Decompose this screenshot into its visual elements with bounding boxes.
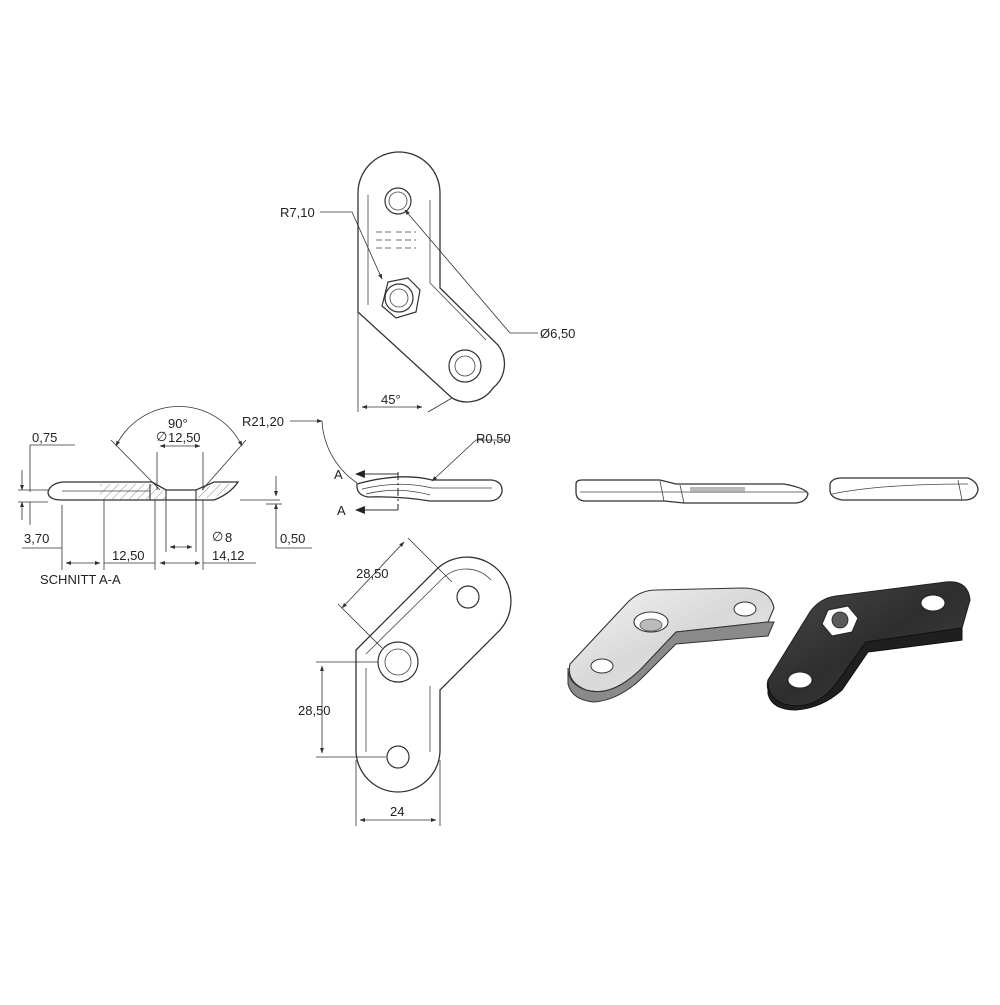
dim-r7-10: R7,10 — [280, 205, 315, 220]
dim-l14-12: 14,12 — [212, 548, 245, 563]
bl-top-hole — [456, 585, 480, 609]
render-3d-dark — [766, 581, 971, 711]
dim-l28-50-b: 28,50 — [298, 703, 331, 718]
section-a-a: 90° ∅ 12,50 0,75 3,70 12,50 ∅ 8 — [18, 406, 312, 587]
dim-r0-50: R0,50 — [476, 431, 511, 446]
side-view: R21,20 R0,50 A A — [242, 414, 511, 518]
dim-l12-50: 12,50 — [112, 548, 145, 563]
dim-d12-50: 12,50 — [168, 430, 201, 445]
bottom-view-outline — [355, 556, 512, 793]
bottom-view: 28,50 28,50 24 — [298, 537, 512, 826]
edge-view-long — [575, 479, 809, 504]
section-title: SCHNITT A-A — [40, 572, 121, 587]
dim-w24: 24 — [390, 804, 404, 819]
side-view-profile — [356, 476, 503, 502]
dim-t0-75: 0,75 — [32, 430, 57, 445]
end-hole — [448, 349, 482, 383]
dim-a45: 45° — [381, 392, 401, 407]
dim-t3-70: 3,70 — [24, 531, 49, 546]
edge-view-short — [829, 477, 979, 501]
dim-d6-50: Ø6,50 — [540, 326, 575, 341]
bl-center-hole — [377, 641, 419, 683]
top-view: R7,10 Ø6,50 45° — [280, 151, 575, 413]
diameter-symbol-top: ∅ — [156, 429, 167, 444]
bl-bottom-hole — [386, 745, 410, 769]
section-marker-bottom: A — [337, 503, 346, 518]
dim-a90: 90° — [168, 416, 188, 431]
dim-l28-50-a: 28,50 — [356, 566, 389, 581]
dim-d8: 8 — [225, 530, 232, 545]
section-marker-top: A — [334, 467, 343, 482]
dim-r21-20: R21,20 — [242, 414, 284, 429]
engraved-marking — [376, 231, 416, 249]
dim-t0-50: 0,50 — [280, 531, 305, 546]
top-view-outline — [357, 151, 506, 403]
diameter-symbol-bottom: ∅ — [212, 529, 223, 544]
render-3d-light — [567, 587, 775, 703]
